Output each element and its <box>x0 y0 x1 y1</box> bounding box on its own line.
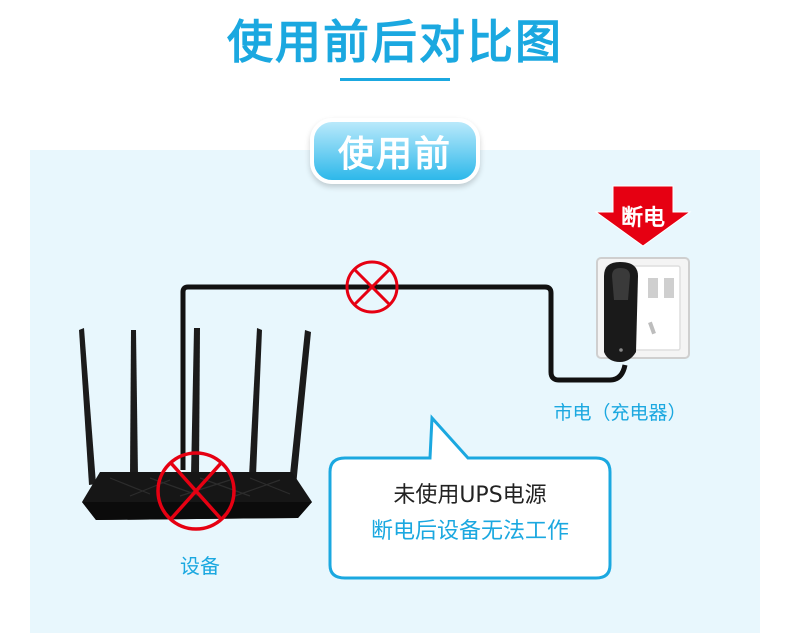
router-icon <box>79 328 312 520</box>
before-use-tab: 使用前 <box>310 118 480 184</box>
device-label: 设备 <box>180 554 220 578</box>
speech-bubble <box>328 414 612 580</box>
speech-bubble-text: 未使用UPS电源 断电后设备无法工作 <box>332 478 608 550</box>
device-failure-x-icon <box>156 451 236 531</box>
power-cable <box>180 284 628 470</box>
cable-failure-x-icon <box>345 260 399 314</box>
bubble-line-device-fails: 断电后设备无法工作 <box>370 519 569 544</box>
bubble-line-no-ups: 未使用UPS电源 <box>393 483 547 508</box>
page-title: 使用前后对比图 <box>227 15 563 69</box>
charger-icon <box>604 262 638 362</box>
title-underline <box>340 78 450 81</box>
power-cut-label: 断电 <box>620 206 665 231</box>
mains-power-label: 市电（充电器） <box>553 402 687 424</box>
power-cut-arrow-icon <box>594 185 692 247</box>
